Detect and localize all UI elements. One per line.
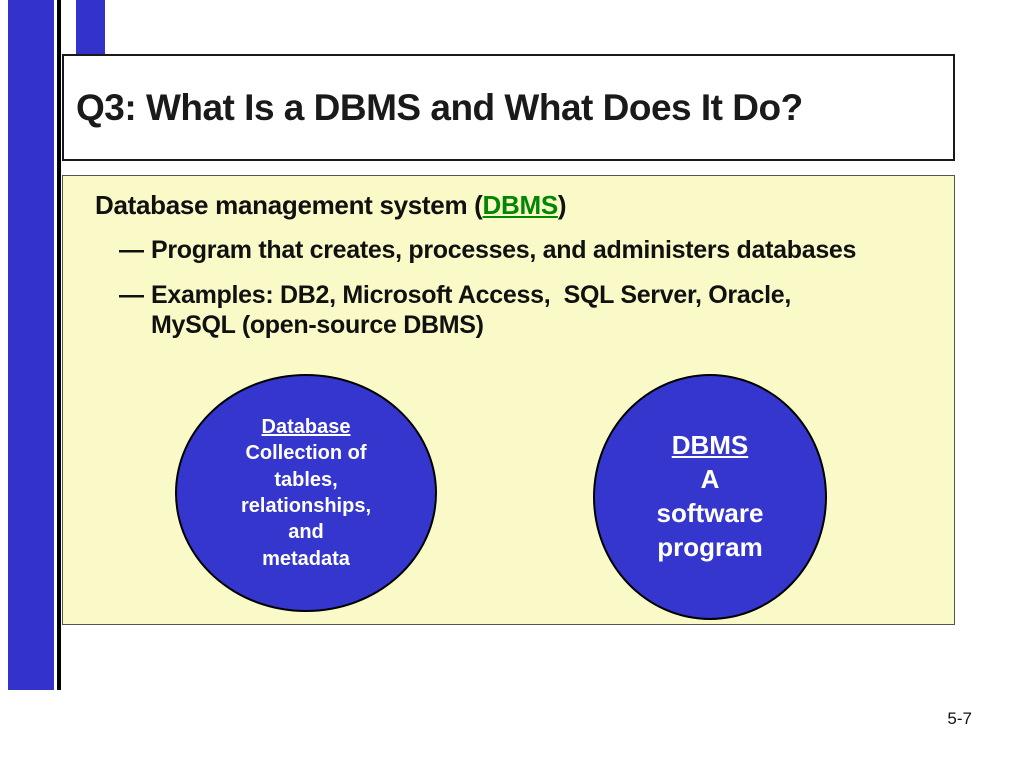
database-ellipse-line: and (288, 521, 324, 544)
bullet-text: Examples: DB2, Microsoft Access, SQL Ser… (151, 280, 798, 340)
bullet-item: — Examples: DB2, Microsoft Access, SQL S… (119, 280, 926, 341)
dbms-ellipse-title: DBMS (671, 430, 749, 461)
dbms-ellipse-line: program (657, 531, 763, 562)
top-accent-block (76, 0, 105, 54)
slide-title: Q3: What Is a DBMS and What Does It Do? (76, 86, 803, 128)
left-accent-bar (8, 0, 54, 690)
slide-title-box: Q3: What Is a DBMS and What Does It Do? (62, 54, 955, 161)
bullet-text: Program that creates, processes, and adm… (151, 236, 857, 264)
database-ellipse-line: tables, (274, 468, 338, 491)
page-number: 5-7 (947, 709, 972, 728)
bullet-dash: — (119, 236, 144, 264)
database-ellipse-line: Collection of (245, 442, 367, 465)
database-ellipse: Database Collection of tables, relations… (175, 374, 437, 612)
database-ellipse-title: Database (261, 415, 351, 438)
bullet-dash: — (119, 280, 144, 309)
dbms-ellipse-line: A (700, 464, 720, 495)
content-heading: Database management system (DBMS) (95, 190, 926, 221)
dbms-ellipse-line: software (656, 498, 764, 528)
database-ellipse-line: relationships, (240, 495, 372, 517)
heading-prefix: Database management system ( (95, 190, 483, 220)
heading-suffix: ) (557, 190, 567, 220)
bullet-item: — Program that creates, processes, and a… (119, 235, 926, 266)
dbms-ellipse: DBMS A software program (593, 374, 827, 620)
dbms-hyperlink[interactable]: DBMS (482, 190, 559, 220)
vertical-divider-line (57, 0, 61, 690)
database-ellipse-line: metadata (262, 547, 350, 570)
